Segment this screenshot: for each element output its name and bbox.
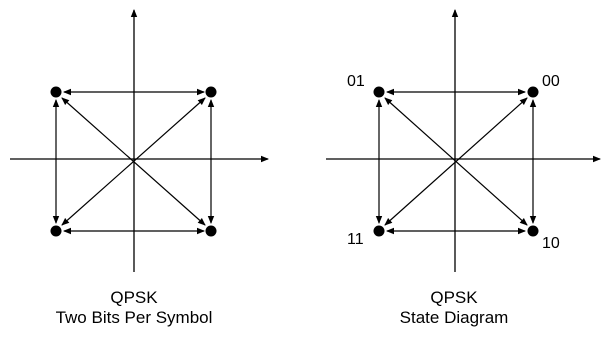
caption-right-subtitle: State Diagram [399, 308, 509, 327]
arrow-diagonal-anti [61, 97, 206, 226]
transition-arrows-left [52, 88, 215, 235]
arrow-diagonal-anti [384, 97, 528, 226]
symbol-point-11 [373, 225, 385, 237]
caption-left: QPSK Two Bits Per Symbol [24, 288, 244, 328]
transition-arrows-right [375, 88, 537, 235]
caption-right: QPSK State Diagram [344, 288, 564, 328]
caption-left-title: QPSK [110, 288, 158, 307]
symbol-point-10 [527, 225, 539, 237]
symbol-point-00 [527, 86, 539, 98]
caption-left-subtitle: Two Bits Per Symbol [55, 308, 213, 327]
symbol-point-bottom-right [205, 225, 217, 237]
state-label-10: 10 [542, 235, 560, 252]
constellation-left [10, 9, 269, 272]
caption-right-title: QPSK [430, 288, 478, 307]
state-label-00: 00 [542, 73, 560, 90]
constellation-right: 01 00 11 10 [326, 9, 601, 272]
state-label-11: 11 [347, 231, 364, 248]
state-label-01: 01 [347, 73, 365, 90]
symbol-point-01 [373, 86, 385, 98]
symbol-point-bottom-left [50, 225, 62, 237]
symbol-point-top-left [50, 86, 62, 98]
symbol-point-top-right [205, 86, 217, 98]
